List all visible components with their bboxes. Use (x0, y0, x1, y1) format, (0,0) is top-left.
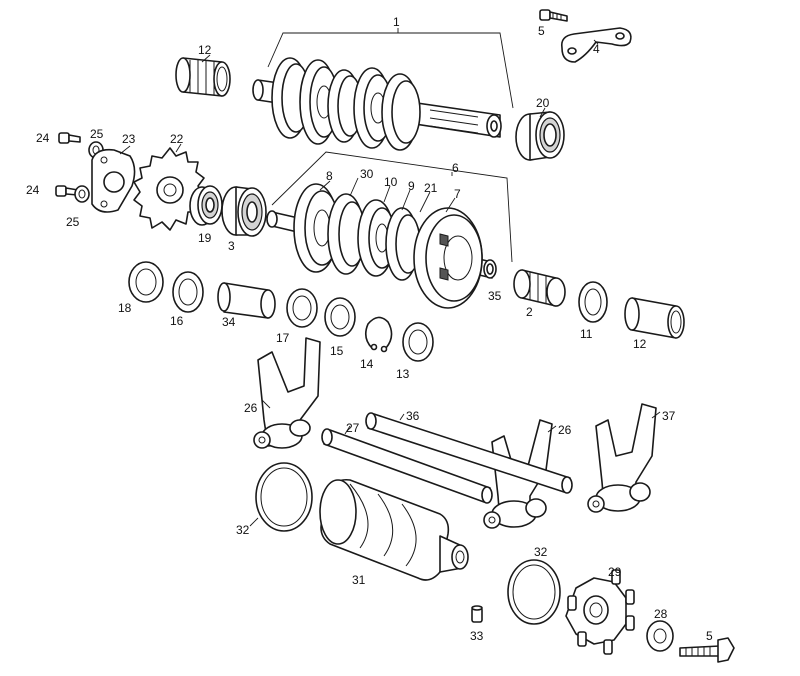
callout-24: 24 (36, 131, 50, 145)
callout-26: 26 (558, 423, 572, 437)
shift-drum (319, 478, 469, 581)
ball-bearing-top (515, 111, 565, 161)
o-ring-right (507, 559, 561, 625)
callout-26: 26 (244, 401, 258, 415)
callout-12: 12 (633, 337, 647, 351)
callout-16: 16 (170, 314, 184, 328)
callout-13: 13 (396, 367, 410, 381)
callout-35: 35 (488, 289, 502, 303)
callout-15: 15 (330, 344, 344, 358)
screw-upper (58, 132, 81, 144)
callout-30: 30 (360, 167, 374, 181)
leader-lines (119, 39, 661, 527)
needle-bushing-top (175, 57, 231, 97)
callout-labels: 1 5 4 12 20 24 25 23 22 24 25 19 3 6 8 3… (26, 15, 713, 643)
circlip-14 (364, 316, 393, 353)
thrust-washer-18 (128, 261, 164, 303)
o-ring-left (255, 462, 313, 532)
callout-29: 29 (608, 565, 622, 579)
callout-27: 27 (346, 421, 360, 435)
callout-19: 19 (198, 231, 212, 245)
callout-12: 12 (198, 43, 212, 57)
ball-bearing-mid (221, 186, 267, 237)
callout-34: 34 (222, 315, 236, 329)
detent-pin (471, 605, 483, 623)
callout-1: 1 (393, 15, 400, 29)
callout-11: 11 (580, 327, 593, 341)
washer-28 (646, 620, 674, 652)
shaft-gear (413, 207, 483, 309)
callout-5: 5 (706, 629, 713, 643)
washer-lower (74, 185, 90, 203)
callout-22: 22 (170, 132, 184, 146)
callout-32: 32 (534, 545, 548, 559)
callout-36: 36 (406, 409, 420, 423)
callout-6: 6 (452, 161, 459, 175)
retaining-plate (560, 27, 632, 63)
fork-rod-27 (321, 428, 493, 504)
callout-4: 4 (593, 42, 600, 56)
assembly-bracket-1 (267, 28, 514, 109)
callout-33: 33 (470, 629, 484, 643)
callout-3: 3 (228, 239, 235, 253)
main-shaft-assembly (252, 57, 502, 151)
callout-25: 25 (66, 215, 80, 229)
callout-14: 14 (360, 357, 374, 371)
drive-sprocket (133, 147, 205, 231)
needle-bearing (513, 269, 566, 307)
callout-37: 37 (662, 409, 676, 423)
selector-star-cam (565, 569, 635, 655)
thrust-washer-right (578, 281, 608, 323)
callout-17: 17 (276, 331, 290, 345)
callout-5: 5 (538, 24, 545, 38)
spacer-bushing-34 (217, 282, 276, 319)
callout-24: 24 (26, 183, 40, 197)
oil-seal (189, 185, 223, 226)
callout-10: 10 (384, 175, 398, 189)
thrust-washer-16 (172, 271, 204, 313)
callout-2: 2 (526, 305, 533, 319)
callout-23: 23 (122, 132, 136, 146)
callout-9: 9 (408, 179, 415, 193)
cam-pin (567, 569, 635, 655)
callout-32: 32 (236, 523, 250, 537)
callout-25: 25 (90, 127, 104, 141)
bolt-bottom (679, 637, 735, 663)
shaft-gear (293, 183, 340, 273)
sprocket-cover-plate (91, 148, 136, 213)
callout-18: 18 (118, 301, 132, 315)
callout-21: 21 (424, 181, 438, 195)
callout-28: 28 (654, 607, 668, 621)
shift-fork-left (253, 337, 321, 449)
assembly-bracket-6 (271, 151, 513, 263)
callout-31: 31 (352, 573, 366, 587)
callout-20: 20 (536, 96, 550, 110)
needle-bushing-bottom (624, 297, 685, 339)
callout-7: 7 (454, 187, 461, 201)
thrust-washer-17 (286, 288, 318, 328)
shift-fork-right (587, 403, 657, 513)
screw-top (539, 9, 568, 22)
thrust-washer-15 (324, 297, 356, 337)
callout-8: 8 (326, 169, 333, 183)
shaft-gear (381, 73, 421, 151)
layshaft-assembly (266, 183, 497, 309)
thrust-washer-13 (402, 322, 434, 362)
fork-rod-36 (365, 412, 573, 494)
